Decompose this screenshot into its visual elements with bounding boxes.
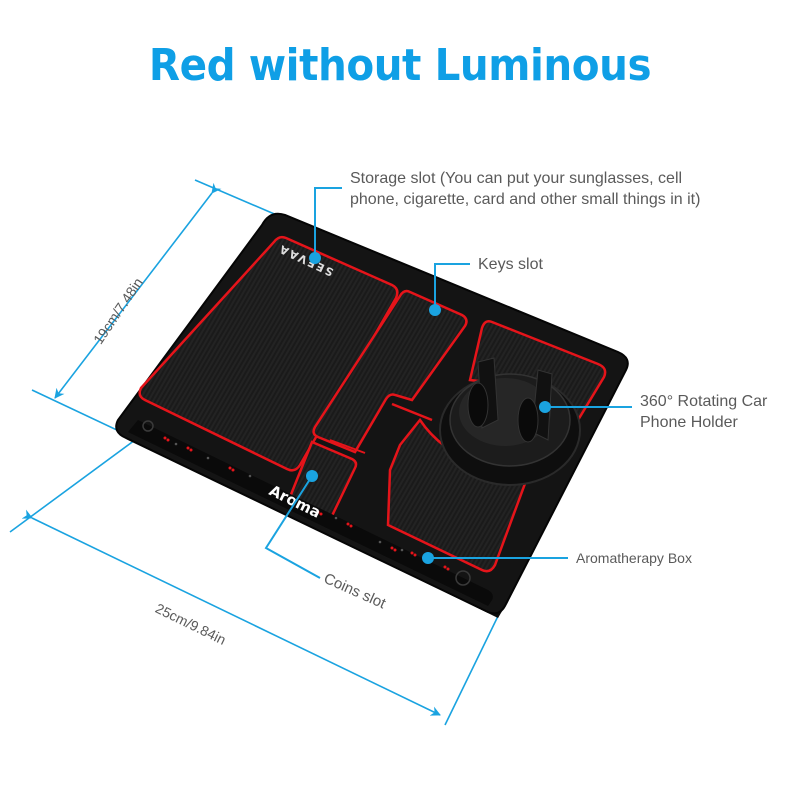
callout-aromatherapy-box: Aromatherapy Box bbox=[576, 550, 692, 566]
coins-slot bbox=[286, 440, 358, 522]
holder-line-2: Phone Holder bbox=[640, 414, 738, 431]
keys-slot bbox=[312, 289, 468, 454]
callout-dots bbox=[306, 252, 551, 564]
aroma-vents bbox=[163, 436, 450, 571]
callout-phone-holder: 360° Rotating Car Phone Holder bbox=[640, 391, 767, 433]
callout-lines bbox=[264, 187, 632, 579]
storage-slot bbox=[138, 235, 399, 472]
page-title: Red without Luminous bbox=[148, 40, 652, 91]
storage-line-1: Storage slot (You can put your sunglasse… bbox=[350, 170, 683, 187]
dimension-lines bbox=[9, 179, 501, 726]
holder-line-1: 360° Rotating Car bbox=[640, 393, 768, 410]
storage-line-2: phone, cigarette, card and other small t… bbox=[350, 191, 701, 208]
car-mat bbox=[115, 212, 629, 618]
callout-storage-slot: Storage slot (You can put your sunglasse… bbox=[350, 168, 700, 210]
callout-keys-slot: Keys slot bbox=[478, 256, 543, 273]
